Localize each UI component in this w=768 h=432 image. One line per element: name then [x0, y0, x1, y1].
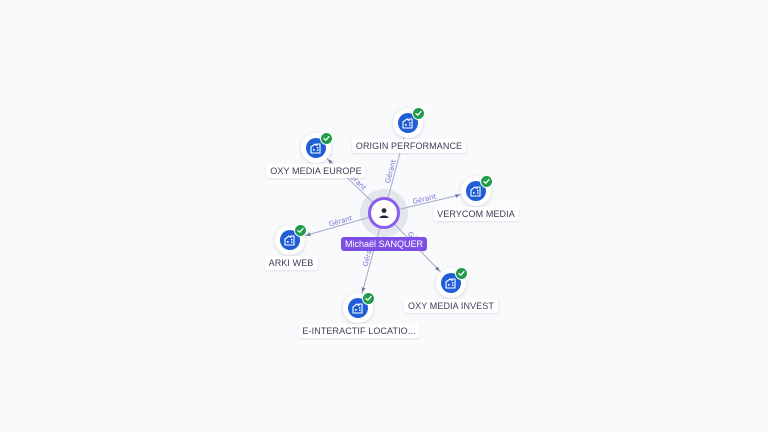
center-person-label[interactable]: Michaël SANQUER — [340, 237, 428, 251]
verified-check-icon — [362, 292, 375, 305]
edge-arrow-oxy-media-invest — [435, 266, 440, 272]
edge-label-verycom-media: Gérant — [412, 192, 438, 205]
edge-e-interactif-location — [357, 212, 385, 309]
edge-label-origin-performance: Gérant — [384, 159, 398, 185]
verified-check-icon — [320, 132, 333, 145]
edge-arrow-arki-web — [305, 232, 311, 237]
company-label-verycom-media[interactable]: VERYCOM MEDIA — [433, 207, 519, 221]
center-person-node[interactable] — [368, 197, 400, 229]
company-label-origin-performance[interactable]: ORIGIN PERFORMANCE — [351, 139, 467, 153]
company-label-oxy-media-invest[interactable]: OXY MEDIA INVEST — [404, 299, 498, 313]
verified-check-icon — [455, 267, 468, 280]
edge-arrow-oxy-media-europe — [327, 159, 333, 164]
company-label-oxy-media-europe[interactable]: OXY MEDIA EUROPE — [266, 164, 366, 178]
verified-check-icon — [480, 175, 493, 188]
verified-check-icon — [412, 107, 425, 120]
verified-check-icon — [294, 224, 307, 237]
company-label-arki-web[interactable]: ARKI WEB — [264, 256, 318, 270]
user-icon — [379, 208, 389, 218]
edge-arrow-e-interactif-location — [361, 287, 366, 293]
edge-label-arki-web: Gérant — [328, 214, 354, 228]
company-label-e-interactif-location[interactable]: E-INTERACTIF LOCATIO... — [298, 324, 420, 338]
edge-arrow-verycom-media — [455, 193, 460, 198]
